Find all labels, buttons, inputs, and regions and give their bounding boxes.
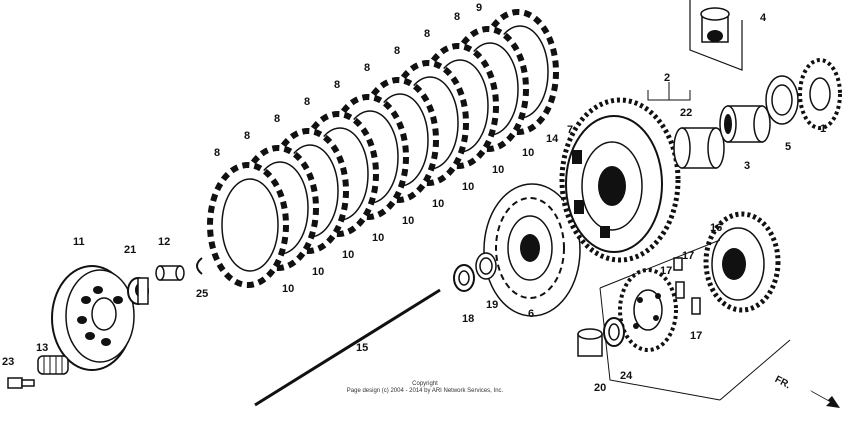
callout-8: 8 (244, 130, 251, 142)
callout-25: 25 (196, 288, 209, 300)
needle-bearing (673, 127, 725, 169)
thrust-washer-5 (765, 75, 799, 125)
callout-15: 15 (356, 342, 369, 354)
bearing (127, 277, 149, 305)
callout-10: 10 (312, 266, 325, 278)
bushing-inset (689, 0, 743, 71)
callout-20: 20 (594, 382, 607, 394)
callout-17b: 17 (660, 265, 673, 277)
clutch-plate-stack (207, 9, 559, 288)
callout-8: 8 (304, 96, 311, 108)
callout-10: 10 (372, 232, 385, 244)
callout-2: 2 (664, 72, 671, 84)
lifter-piece (155, 265, 185, 281)
clutch-spring (37, 355, 69, 375)
callout-16: 16 (710, 222, 723, 234)
callout-10: 10 (462, 181, 475, 193)
callout-10: 10 (282, 283, 295, 295)
callout-23: 23 (2, 356, 15, 368)
bolt (7, 377, 35, 389)
pressure-plate (51, 265, 135, 371)
copyright-title: Copyright (412, 381, 438, 387)
callout-7: 7 (567, 124, 574, 136)
callout-8: 8 (364, 62, 371, 74)
small-springs (673, 257, 701, 315)
callout-8: 8 (334, 79, 341, 91)
callout-21: 21 (124, 244, 137, 256)
oil-pump-gear (703, 211, 781, 313)
callout-19: 19 (486, 299, 499, 311)
circlip (196, 257, 203, 275)
clutch-outer (559, 97, 681, 263)
lock-washer (453, 264, 475, 292)
washer-24 (603, 317, 625, 347)
callout-8: 8 (394, 45, 401, 57)
callout-9: 9 (476, 2, 483, 14)
callout-10: 10 (402, 215, 415, 227)
driven-sprocket (618, 268, 678, 352)
callout-10: 10 (342, 249, 355, 261)
callout-18: 18 (462, 313, 475, 325)
callout-22: 22 (680, 107, 693, 119)
callout-3: 3 (744, 160, 751, 172)
callout-8: 8 (274, 113, 281, 125)
callout-5: 5 (785, 141, 792, 153)
callout-10: 10 (432, 198, 445, 210)
push-rod (254, 288, 441, 407)
callout-8: 8 (214, 147, 221, 159)
callout-14: 14 (546, 133, 559, 145)
clutch-center (483, 183, 581, 317)
callout-6: 6 (528, 308, 535, 320)
callout-13: 13 (36, 342, 49, 354)
callout-12: 12 (158, 236, 171, 248)
collar-20 (577, 328, 603, 357)
callout-4: 4 (760, 12, 767, 24)
callout-10: 10 (492, 164, 505, 176)
callout-24: 24 (620, 370, 633, 382)
sub-assembly-frame (599, 239, 791, 401)
copyright-notice: Copyright Page design (c) 2004 - 2014 by… (300, 381, 550, 395)
callout-17a: 17 (682, 250, 695, 262)
callout-17c: 17 (690, 330, 703, 342)
collar (719, 105, 771, 143)
direction-arrow-icon (810, 390, 840, 408)
thrust-washer (475, 252, 497, 280)
callout-10: 10 (522, 147, 535, 159)
callout-8: 8 (424, 28, 431, 40)
clutch-plate (221, 178, 279, 272)
callout-11: 11 (73, 236, 85, 248)
sprocket (798, 58, 842, 130)
copyright-text: Page design (c) 2004 - 2014 by ARI Netwo… (346, 388, 504, 394)
callout-1: 1 (820, 123, 827, 135)
callout-8: 8 (454, 11, 461, 23)
